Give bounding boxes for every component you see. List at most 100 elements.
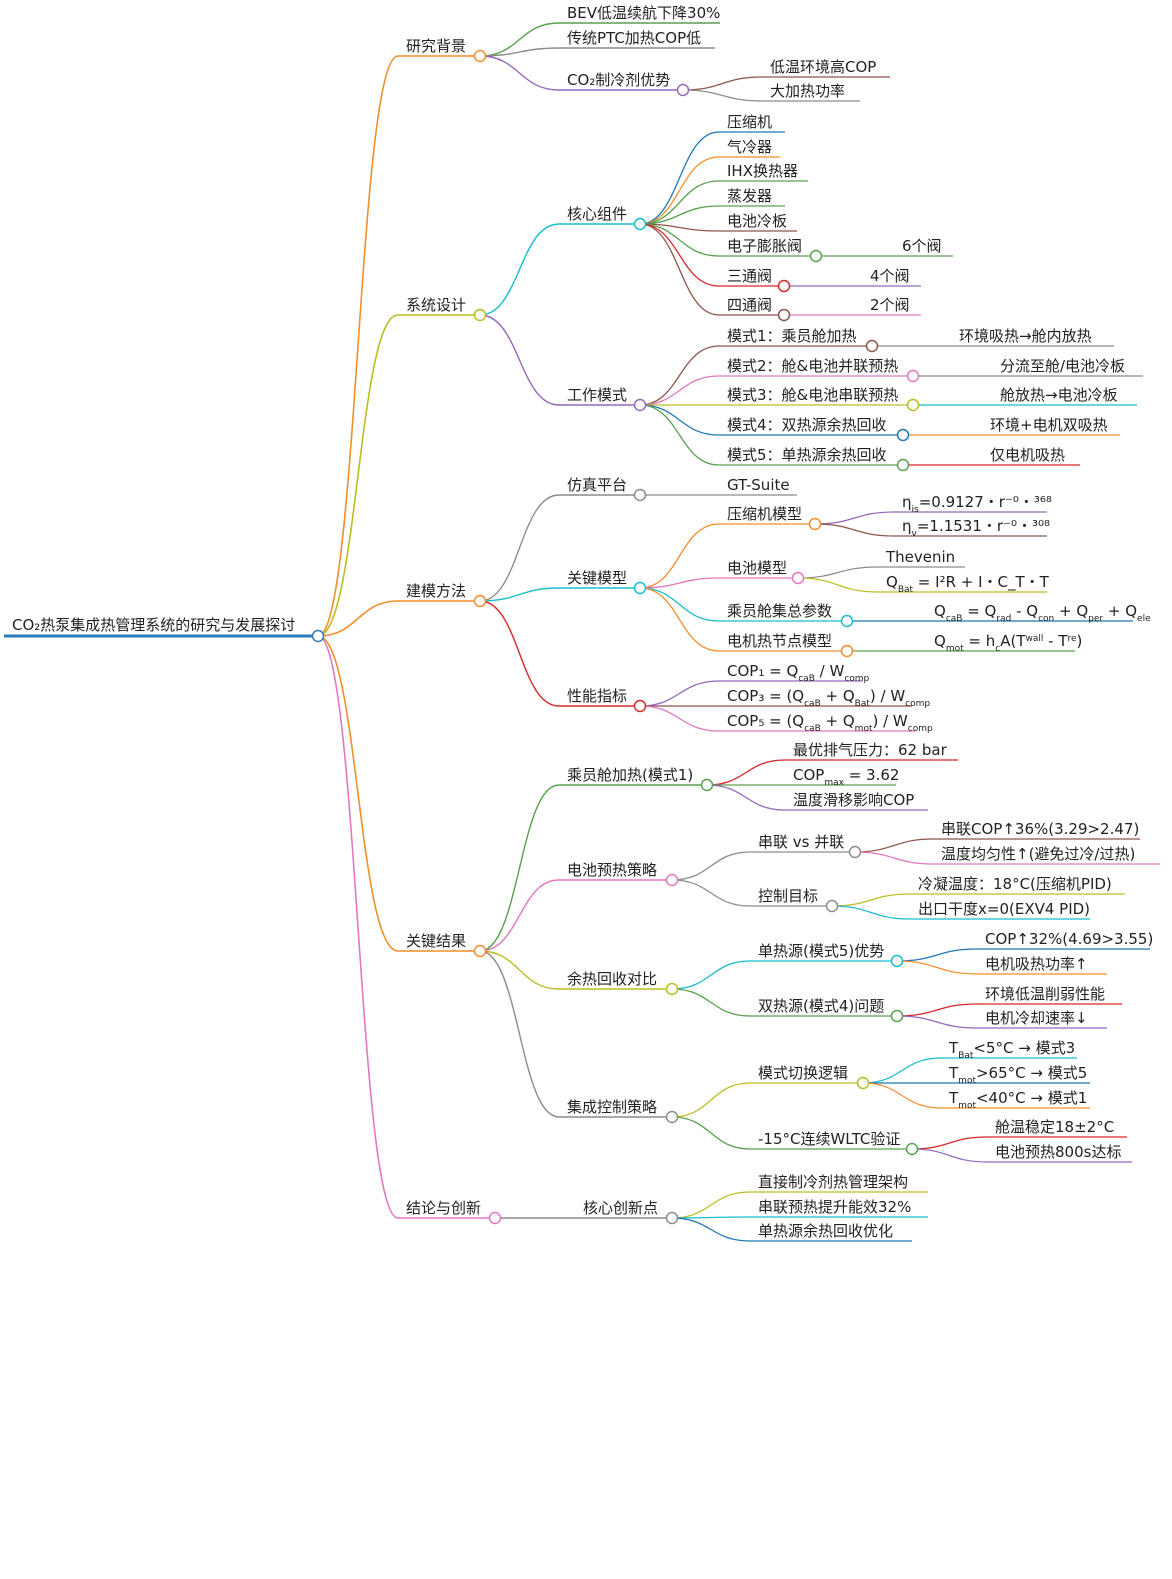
collapse-knob[interactable] [896,428,910,442]
collapse-knob[interactable] [905,1142,919,1156]
subtopic-label: 单热源(模式5)优势 [758,942,884,960]
subtopic-link [671,1082,751,1118]
collapse-knob[interactable] [856,1076,870,1090]
subtopic-label: -15°C连续WLTC验证 [758,1130,900,1148]
collapse-knob[interactable] [633,217,647,231]
collapse-knob[interactable] [633,488,647,502]
subtopic-label: 大加热功率 [770,82,845,100]
subtopic-label: 电池模型 [727,559,787,577]
leaf-label: TBat<5°C → 模式3 [948,1039,1075,1061]
collapse-knob[interactable] [676,83,690,97]
subtopic-label: 模式5：单热源余热回收 [727,446,887,464]
collapse-knob[interactable] [840,644,854,658]
leaf-label: 温度均匀性↑(避免过冷/过热) [941,845,1135,863]
collapse-knob[interactable] [791,571,805,585]
topic-label: 乘员舱加热(模式1) [567,766,693,784]
subtopic-label: 温度滑移影响COP [793,791,914,809]
collapse-knob[interactable] [890,1009,904,1023]
collapse-knob[interactable] [808,517,822,531]
collapse-knob[interactable] [896,458,910,472]
leaf-link [814,511,895,525]
collapse-knob[interactable] [840,614,854,628]
leaf-link [896,948,978,962]
leaf-link [862,1057,942,1084]
collapse-knob[interactable] [777,279,791,293]
subtopic-label: 串联预热提升能效32% [758,1198,911,1216]
subtopic-label: 双热源(模式4)问题 [758,997,884,1015]
subtopic-link [682,89,763,102]
subtopic-link [671,879,751,907]
collapse-knob[interactable] [633,581,647,595]
collapse-knob[interactable] [633,398,647,412]
subtopic-link [639,705,720,732]
topic-link [479,314,560,406]
subtopic-link [706,784,786,811]
subtopic-label: 蒸发器 [727,187,772,205]
subtopic-label: 最优排气压力：62 bar [793,741,948,759]
branch-link [317,55,399,637]
subtopic-label: 电子膨胀阀 [727,237,802,255]
topic-label: 余热回收对比 [567,970,657,988]
collapse-knob[interactable] [700,778,714,792]
leaf-label: 分流至舱/电池冷板 [1000,357,1125,375]
branch-link [317,600,399,637]
leaf-label: 冷凝温度：18°C(压缩机PID) [918,875,1112,893]
leaf-label: 舱温稳定18±2°C [995,1118,1114,1136]
collapse-knob[interactable] [890,954,904,968]
leaf-label: 电机吸热功率↑ [985,955,1088,973]
topic-link [479,22,560,57]
subtopic-link [639,223,720,316]
collapse-knob[interactable] [809,249,823,263]
leaf-link [862,1082,942,1109]
leaf-link [911,1136,988,1150]
leaf-link [814,523,895,537]
collapse-knob[interactable] [665,873,679,887]
collapse-knob[interactable] [665,1110,679,1124]
topic-link [479,587,560,602]
subtopic-label: 控制目标 [758,887,818,905]
collapse-knob[interactable] [633,699,647,713]
subtopic-label: IHX换热器 [727,162,798,180]
subtopic-link [639,156,720,225]
collapse-knob[interactable] [848,845,862,859]
leaf-label: QcaB = Qrad - Qcon + Qper + Qele [934,602,1151,624]
leaf-label: 6个阀 [902,237,942,255]
collapse-knob[interactable] [906,398,920,412]
subtopic-label: 气冷器 [727,138,772,156]
collapse-knob[interactable] [665,1211,679,1225]
collapse-knob[interactable] [825,899,839,913]
collapse-knob[interactable] [906,369,920,383]
collapse-knob[interactable] [777,308,791,322]
subtopic-link [639,680,720,707]
collapse-knob[interactable] [865,339,879,353]
topic-label: 电池预热策略 [567,861,657,879]
collapse-knob[interactable] [473,594,487,608]
collapse-knob[interactable] [488,1211,502,1225]
subtopic-label: 直接制冷剂热管理架构 [758,1173,908,1191]
collapse-knob[interactable] [473,308,487,322]
leaf-label: 电机冷却速率↓ [985,1009,1088,1027]
subtopic-label: 压缩机模型 [727,505,802,523]
subtopic-label: 模式4：双热源余热回收 [727,416,887,434]
collapse-knob[interactable] [665,982,679,996]
leaf-link [854,838,934,853]
leaf-link [896,960,978,975]
leaf-label: Tmot<40°C → 模式1 [948,1089,1087,1111]
topic-link [479,55,560,91]
subtopic-link [671,851,751,881]
collapse-knob[interactable] [473,49,487,63]
subtopic-link [639,180,720,225]
topic-label: 核心组件 [567,205,627,223]
branch-link [317,635,399,952]
topic-link [479,47,560,57]
leaf-label: COP↑32%(4.69>3.55) [985,930,1153,948]
leaf-label: 仅电机吸热 [990,446,1065,464]
root-knob[interactable] [311,629,325,643]
collapse-knob[interactable] [473,944,487,958]
leaf-link [896,1015,978,1029]
leaf-link [797,566,879,579]
leaf-label: 电池预热800s达标 [995,1143,1121,1161]
subtopic-link [671,1116,751,1150]
topic-label: 工作模式 [567,386,627,404]
